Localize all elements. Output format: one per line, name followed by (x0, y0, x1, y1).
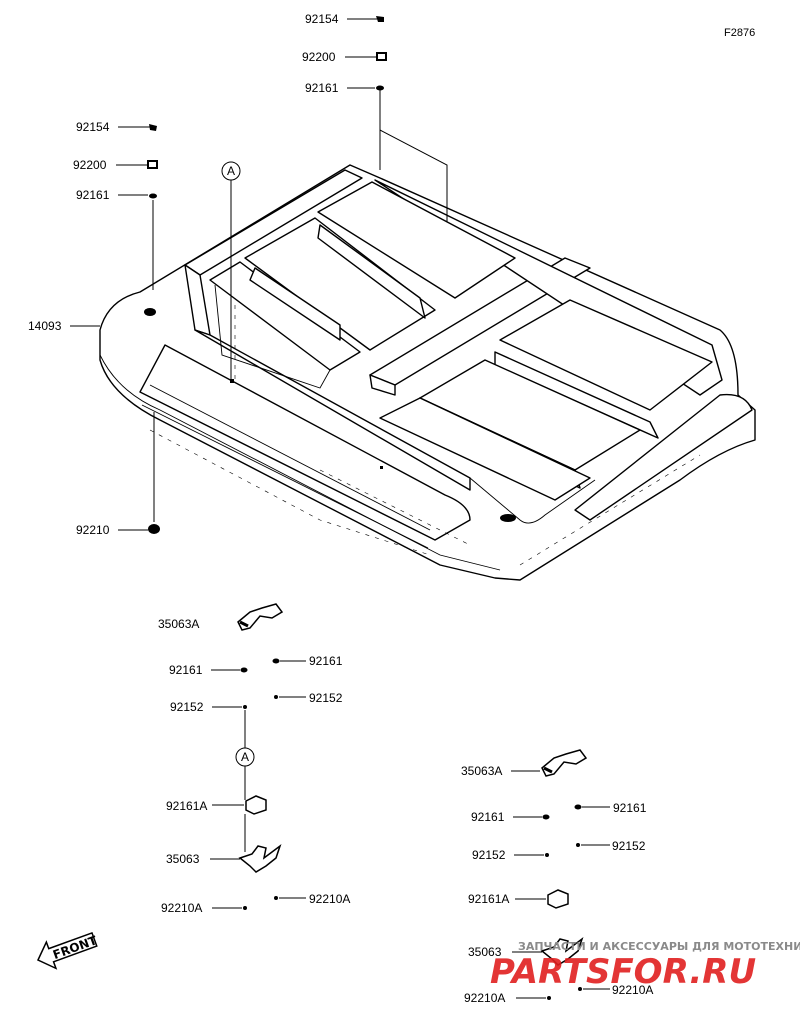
front-label: FRONT (51, 933, 100, 962)
cap-icon (547, 889, 569, 909)
bracket-group-left: 35063A 92161 92161 92152 92152 A 92161A … (158, 603, 350, 915)
part-label-92161A-left[interactable]: 92161A (166, 799, 207, 813)
watermark-brand: PARTSFOR.RU (490, 952, 756, 992)
part-label-92210A-right-a[interactable]: 92210A (464, 991, 505, 1005)
svg-text:A: A (241, 750, 249, 764)
washer-icon (149, 193, 157, 199)
grommet-icon (274, 896, 278, 900)
part-label-92200-top[interactable]: 92200 (302, 50, 336, 64)
washer-icon (542, 814, 550, 820)
part-label-92161-left-b[interactable]: 92161 (309, 654, 343, 668)
part-label-92161-top[interactable]: 92161 (305, 81, 339, 95)
screw-icon (576, 843, 580, 847)
part-label-92152-right-a[interactable]: 92152 (472, 848, 506, 862)
left-callouts: 92154 92200 92161 14093 92210 (28, 120, 160, 537)
grommet-icon (148, 524, 160, 534)
screw-icon (243, 705, 247, 709)
part-label-92200-left[interactable]: 92200 (73, 158, 107, 172)
part-label-35063-right[interactable]: 35063 (468, 945, 502, 959)
part-label-35063A-right[interactable]: 35063A (461, 764, 502, 778)
bracket-icon (237, 603, 284, 631)
top-callouts: 92154 92200 92161 (302, 12, 448, 222)
part-label-92161A-right[interactable]: 92161A (468, 892, 509, 906)
part-label-35063A-left[interactable]: 35063A (158, 617, 199, 631)
part-label-92152-right-b[interactable]: 92152 (612, 839, 646, 853)
washer-icon (272, 658, 280, 664)
roof-panel-illustration (99, 164, 756, 581)
part-label-92161-left-a[interactable]: 92161 (169, 663, 203, 677)
part-label-92210A-left-b[interactable]: 92210A (309, 892, 350, 906)
bracket-icon (541, 749, 588, 777)
part-label-14093[interactable]: 14093 (28, 319, 62, 333)
figure-id: F2876 (724, 27, 755, 39)
part-label-92210A-left-a[interactable]: 92210A (161, 901, 202, 915)
nut-icon (147, 160, 158, 169)
part-label-92210[interactable]: 92210 (76, 523, 110, 537)
part-label-92154-left[interactable]: 92154 (76, 120, 110, 134)
reference-marker-a-top: A (221, 161, 241, 380)
part-label-92152-left-b[interactable]: 92152 (309, 691, 343, 705)
reference-marker-a-bottom: A (235, 747, 255, 767)
watermark-tagline: ЗАПЧАСТИ И АКСЕССУАРЫ ДЛЯ МОТОТЕХНИКИ (518, 940, 800, 953)
clip-icon (376, 16, 384, 22)
front-direction-arrow: FRONT (37, 931, 100, 970)
part-label-92154-top[interactable]: 92154 (305, 12, 339, 26)
grommet-icon (243, 906, 247, 910)
part-label-92161-left[interactable]: 92161 (76, 188, 110, 202)
part-label-92152-left-a[interactable]: 92152 (170, 700, 204, 714)
part-label-92210A-right-b[interactable]: 92210A (612, 983, 653, 997)
grommet-icon (578, 987, 582, 991)
nut-icon (376, 52, 387, 61)
svg-text:A: A (227, 164, 235, 178)
screw-icon (545, 853, 549, 857)
cap-icon (245, 795, 267, 815)
watermark: ЗАПЧАСТИ И АКСЕССУАРЫ ДЛЯ МОТОТЕХНИКИ PA… (490, 940, 800, 992)
bracket-icon (540, 936, 584, 966)
mount-point-icon (144, 308, 156, 316)
screw-icon (274, 695, 278, 699)
part-label-92161-right-a[interactable]: 92161 (471, 810, 505, 824)
grommet-icon (547, 996, 551, 1000)
bracket-group-right: 35063A 92161 92161 92152 92152 92161A 35… (461, 749, 653, 1005)
part-label-92161-right-b[interactable]: 92161 (613, 801, 647, 815)
clip-icon (149, 124, 157, 131)
part-label-35063-left[interactable]: 35063 (166, 852, 200, 866)
washer-icon (240, 667, 248, 673)
washer-icon (574, 804, 582, 810)
bracket-icon (238, 843, 282, 873)
